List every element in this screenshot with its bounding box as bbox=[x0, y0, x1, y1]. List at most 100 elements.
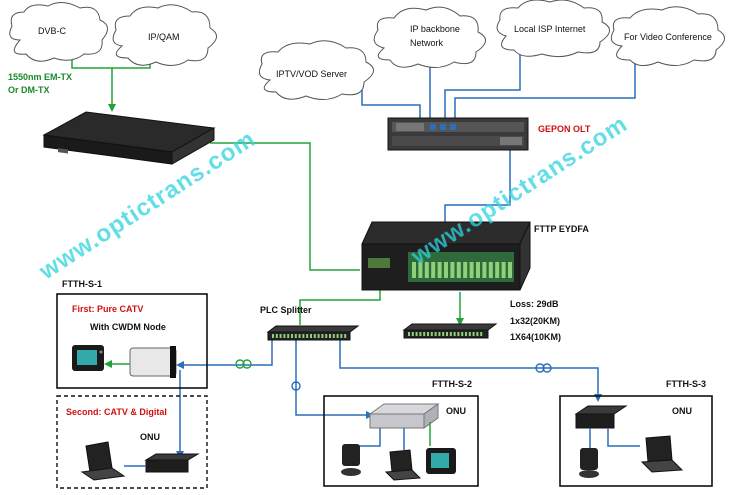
cloud-video-conference: For Video Conference bbox=[610, 6, 725, 66]
cloud-ip-backbone-label2: Network bbox=[410, 38, 444, 48]
cloud-ipqam-label: IP/QAM bbox=[148, 32, 180, 42]
fiber-coil-s3 bbox=[535, 363, 552, 373]
port bbox=[453, 332, 456, 336]
line-iptv-olt bbox=[361, 90, 421, 118]
cloud-video-conference-label: For Video Conference bbox=[624, 32, 712, 42]
port bbox=[419, 332, 422, 336]
port bbox=[463, 262, 468, 278]
port bbox=[438, 332, 441, 336]
port bbox=[423, 332, 426, 336]
ftth-s3-onu-label: ONU bbox=[672, 406, 692, 416]
phone-icon-s2 bbox=[341, 444, 361, 476]
split-1x32-label: 1x32(20KM) bbox=[510, 316, 560, 326]
port bbox=[431, 262, 436, 278]
ftth-s2-box bbox=[323, 395, 479, 487]
port bbox=[480, 332, 483, 336]
tv-icon-s2 bbox=[426, 448, 456, 474]
port bbox=[495, 262, 500, 278]
port bbox=[442, 332, 445, 336]
split-1x64-label: 1X64(10KM) bbox=[510, 332, 561, 342]
port bbox=[472, 332, 475, 336]
arrow-into-tv bbox=[104, 360, 112, 368]
line-splitter-s1 bbox=[180, 340, 273, 366]
arrow-into-splitter2 bbox=[456, 318, 464, 326]
port bbox=[329, 334, 331, 338]
cloud-iptv-label: IPTV/VOD Server bbox=[276, 69, 347, 79]
laptop-icon-s3 bbox=[640, 435, 684, 473]
cloud-iptv: IPTV/VOD Server bbox=[258, 40, 374, 100]
port bbox=[344, 334, 347, 338]
onu-device-s1 bbox=[144, 453, 200, 473]
gepon-olt-device bbox=[387, 117, 529, 151]
onu-device-s3 bbox=[574, 405, 628, 429]
port bbox=[501, 262, 506, 278]
port bbox=[488, 262, 493, 278]
line-onu3-laptop bbox=[607, 428, 640, 447]
port bbox=[332, 334, 335, 338]
tv-icon bbox=[72, 345, 104, 371]
port bbox=[291, 334, 293, 338]
port bbox=[457, 332, 460, 336]
cloud-ip-backbone: IP backbone Network bbox=[373, 6, 486, 68]
transmitter-label-2: Or DM-TX bbox=[8, 85, 50, 95]
fttp-eydfa-device bbox=[361, 221, 531, 291]
ftth-s1-second-label: Second: CATV & Digital bbox=[66, 407, 167, 417]
cloud-dvbc: DVB-C bbox=[9, 2, 108, 62]
line-onu2-phone bbox=[356, 428, 381, 447]
fiber-coil-s2 bbox=[291, 381, 301, 391]
line-isp-olt bbox=[444, 45, 521, 118]
port bbox=[287, 334, 290, 338]
port bbox=[482, 262, 487, 278]
arrow-into-node bbox=[176, 361, 184, 369]
port bbox=[476, 262, 480, 278]
port bbox=[313, 334, 316, 338]
port bbox=[411, 332, 414, 336]
line-videoconf-olt bbox=[454, 58, 636, 118]
ftth-s3-box bbox=[559, 395, 713, 487]
port bbox=[283, 334, 286, 338]
line-olt-eydfa bbox=[444, 140, 511, 235]
port bbox=[468, 332, 471, 336]
port bbox=[465, 332, 467, 336]
port bbox=[418, 262, 423, 278]
port bbox=[449, 332, 452, 336]
port bbox=[508, 262, 512, 278]
ftth-s1-cwdm-label: With CWDM Node bbox=[90, 322, 166, 332]
ftth-s1-first-label: First: Pure CATV bbox=[72, 304, 143, 314]
port bbox=[456, 262, 461, 278]
plc-splitter-ports bbox=[272, 334, 347, 338]
port bbox=[424, 262, 429, 278]
port bbox=[279, 334, 282, 338]
port bbox=[415, 332, 418, 336]
ftth-s1-onu-label: ONU bbox=[140, 432, 160, 442]
port bbox=[434, 332, 437, 336]
port bbox=[461, 332, 464, 336]
fiber-coil-s1 bbox=[235, 359, 252, 369]
second-splitter-ports bbox=[408, 332, 483, 336]
port bbox=[444, 262, 448, 278]
fttp-eydfa-label: FTTP EYDFA bbox=[534, 224, 589, 234]
plc-splitter-device bbox=[266, 325, 360, 341]
port bbox=[430, 332, 433, 336]
port bbox=[294, 334, 297, 338]
line-eydfa-splitter bbox=[299, 290, 381, 325]
port bbox=[469, 262, 474, 278]
line-splitter-s3 bbox=[339, 340, 599, 398]
line-splitter-s2 bbox=[295, 340, 370, 416]
laptop-icon-s2 bbox=[384, 449, 422, 481]
ftth-s1-first-box bbox=[56, 293, 208, 389]
port bbox=[321, 334, 324, 338]
port bbox=[412, 262, 416, 278]
loss-label: Loss: 29dB bbox=[510, 299, 559, 309]
connections bbox=[71, 45, 636, 459]
port bbox=[336, 334, 339, 338]
port bbox=[306, 334, 309, 338]
ftth-s2-title: FTTH-S-2 bbox=[432, 379, 472, 389]
port bbox=[317, 334, 320, 338]
port bbox=[275, 334, 278, 338]
ftth-s3-title: FTTH-S-3 bbox=[666, 379, 706, 389]
port bbox=[476, 332, 479, 336]
port bbox=[450, 262, 455, 278]
line-transmitter-eydfa bbox=[210, 142, 360, 271]
